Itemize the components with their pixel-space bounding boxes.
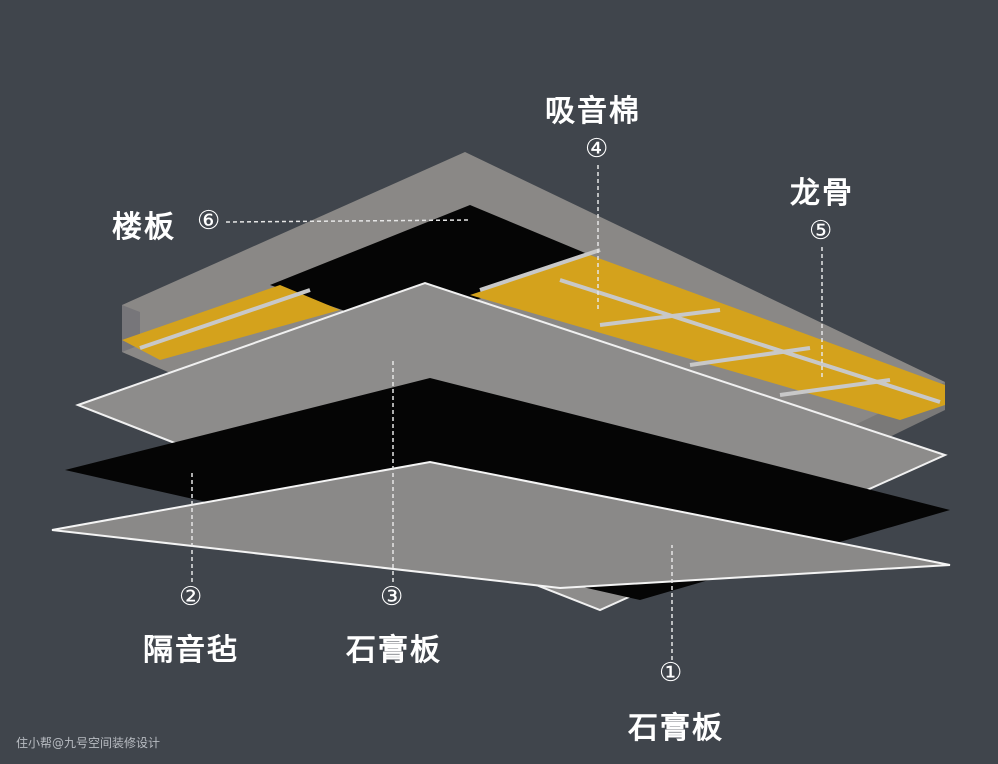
number-4: ④	[585, 134, 609, 164]
number-3: ③	[380, 582, 404, 612]
label-sound-felt: 隔音毡	[143, 633, 239, 668]
label-absorb-cotton: 吸音棉	[545, 94, 641, 129]
absorb-cotton-right	[470, 255, 945, 420]
watermark: 住小帮@九号空间装修设计	[16, 736, 161, 750]
absorb-cotton-left	[122, 285, 340, 360]
label-gypsum-board-lower: 石膏板	[628, 711, 724, 746]
label-keel: 龙骨	[790, 176, 854, 211]
slab-underside-cavity	[270, 205, 590, 330]
number-5: ⑤	[809, 216, 833, 246]
label-floor-slab: 楼板	[112, 210, 176, 245]
gypsum-board-lower	[51, 460, 951, 590]
label-gypsum-board-upper: 石膏板	[346, 633, 442, 668]
number-2: ②	[179, 582, 203, 612]
number-1: ①	[659, 658, 683, 688]
number-6: ⑥	[197, 206, 221, 236]
leader-lines	[191, 165, 823, 660]
keel-lines	[139, 248, 941, 404]
